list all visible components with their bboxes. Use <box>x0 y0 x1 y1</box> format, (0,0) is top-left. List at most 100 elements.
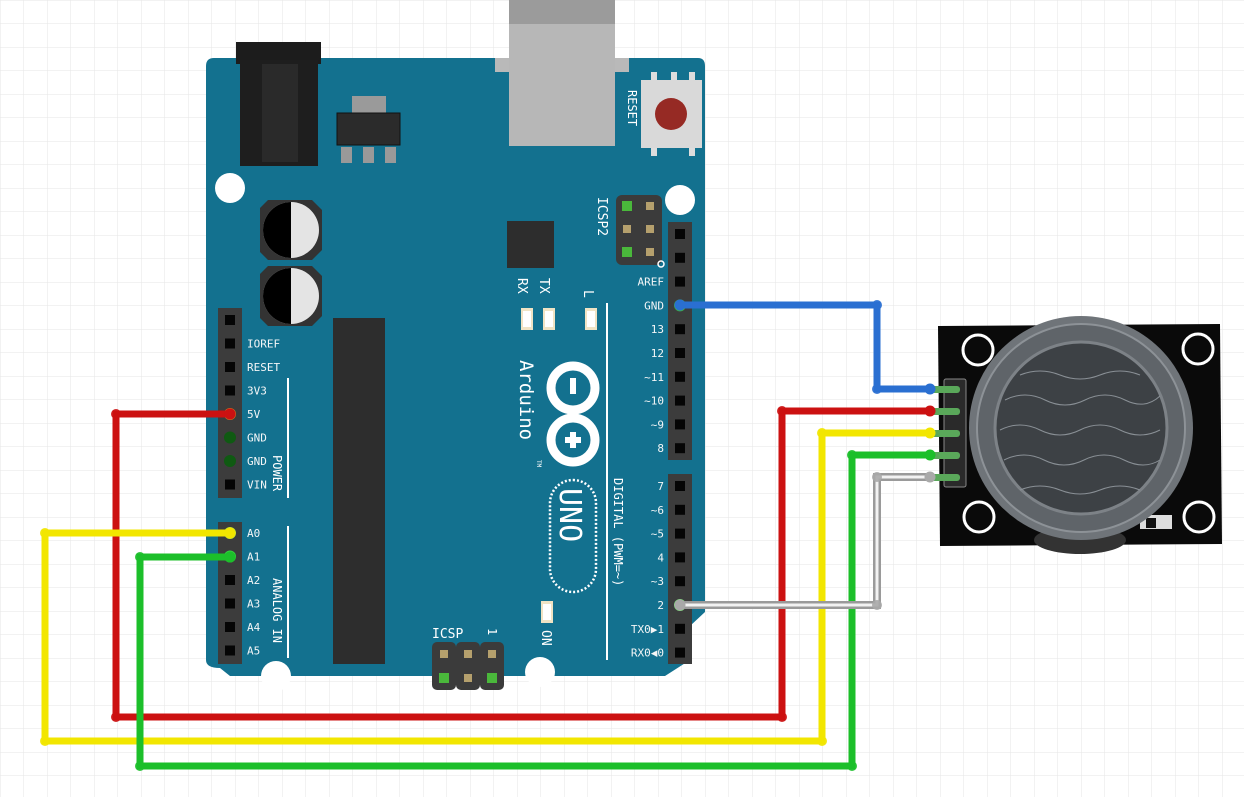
joystick-pin-vry[interactable] <box>930 452 960 459</box>
wire-end[interactable] <box>674 599 686 611</box>
wire-end[interactable] <box>924 471 936 483</box>
wire-end[interactable] <box>224 527 236 539</box>
power-pin[interactable] <box>224 455 236 467</box>
joystick-pin-gnd[interactable] <box>930 386 960 393</box>
digital-pin[interactable] <box>675 229 685 239</box>
wire-bend-point[interactable] <box>872 384 882 394</box>
led-tx <box>543 308 555 330</box>
wire-bend-point[interactable] <box>111 712 121 722</box>
wire-layer <box>40 299 936 772</box>
wire-bend-point[interactable] <box>817 736 827 746</box>
analog-pin[interactable] <box>225 598 235 609</box>
tx-label: TX <box>536 278 551 294</box>
joystick-module[interactable] <box>930 316 1222 554</box>
mounting-hole <box>215 173 245 203</box>
power-pin-label: GND <box>247 455 267 468</box>
wire-bend-point[interactable] <box>777 406 787 416</box>
power-pin[interactable] <box>225 315 235 325</box>
power-pin[interactable] <box>225 362 235 372</box>
analog-pin[interactable] <box>225 645 235 656</box>
wire-bend-point[interactable] <box>847 450 857 460</box>
wire-gnd[interactable] <box>674 299 936 395</box>
atmega-chip <box>333 318 385 664</box>
wire-a1[interactable] <box>135 449 936 772</box>
voltage-regulator <box>336 96 401 163</box>
icsp-label: ICSP <box>432 627 463 642</box>
led-rx <box>521 308 533 330</box>
wire-bend-point[interactable] <box>40 736 50 746</box>
digital-pin[interactable] <box>675 395 685 406</box>
digital-pin-label: GND <box>644 299 664 312</box>
digital-pin-label: TX0▶1 <box>631 623 664 636</box>
led-on <box>541 601 553 623</box>
power-pin-label: IOREF <box>247 338 280 351</box>
wire-bend-point[interactable] <box>40 528 50 538</box>
digital-pin[interactable] <box>675 371 685 382</box>
wire-bend-point[interactable] <box>111 409 121 419</box>
arduino-board[interactable]: RESET ICSP2 RX TX L ON Ardu <box>206 0 705 691</box>
dc-power-jack <box>236 42 321 166</box>
wire-bend-point[interactable] <box>872 472 882 482</box>
power-pin-label: VIN <box>247 479 267 492</box>
power-pin-label: GND <box>247 432 267 445</box>
power-pin[interactable] <box>225 385 235 396</box>
wire-end[interactable] <box>674 299 686 311</box>
wire-5v[interactable] <box>111 405 936 723</box>
power-pin[interactable] <box>225 338 235 349</box>
joystick-pin-vrx[interactable] <box>930 430 960 437</box>
digital-pin[interactable] <box>675 528 685 539</box>
joystick-pin-sw[interactable] <box>930 474 960 481</box>
analog-pin[interactable] <box>225 575 235 585</box>
wire-end[interactable] <box>224 551 236 563</box>
joystick-pin-5v[interactable] <box>930 408 960 415</box>
digital-pin-label: ~6 <box>651 504 664 517</box>
digital-pin[interactable] <box>675 552 685 563</box>
power-header <box>218 308 242 498</box>
power-group-label: POWER <box>270 455 284 492</box>
analog-group-label: ANALOG IN <box>270 578 284 643</box>
digital-pin[interactable] <box>675 481 685 491</box>
digital-pin[interactable] <box>675 647 685 658</box>
digital-pin[interactable] <box>675 276 685 287</box>
wire-bend-point[interactable] <box>135 761 145 771</box>
wire-end[interactable] <box>924 405 936 417</box>
digital-pin[interactable] <box>675 504 685 515</box>
wire-end[interactable] <box>924 427 936 439</box>
wire-end[interactable] <box>924 449 936 461</box>
wire-bend-point[interactable] <box>817 428 827 438</box>
wire-bend-point[interactable] <box>847 761 857 771</box>
reset-button[interactable] <box>641 72 702 156</box>
power-pin-label: RESET <box>247 361 280 374</box>
digital-pin-label: 7 <box>657 480 664 493</box>
wire-bend-point[interactable] <box>135 552 145 562</box>
icsp-pin1-label: 1 <box>485 628 499 635</box>
wire-bend-point[interactable] <box>872 600 882 610</box>
power-pin[interactable] <box>224 431 236 444</box>
joystick-knob[interactable] <box>969 316 1193 554</box>
wire-end[interactable] <box>224 408 236 420</box>
wire-a0[interactable] <box>40 427 936 747</box>
digital-pin[interactable] <box>675 419 685 430</box>
power-pin[interactable] <box>225 479 235 490</box>
power-pin-label: 3V3 <box>247 385 267 398</box>
digital-pin[interactable] <box>675 252 685 263</box>
analog-pin[interactable] <box>225 622 235 632</box>
digital-pin[interactable] <box>675 443 685 454</box>
analog-header <box>218 522 242 664</box>
wire-bend-point[interactable] <box>872 300 882 310</box>
digital-pin-label: 4 <box>657 551 664 564</box>
digital-pin[interactable] <box>675 576 685 587</box>
digital-pin[interactable] <box>675 623 685 634</box>
capacitor <box>260 266 322 326</box>
icsp2-header <box>616 195 665 268</box>
digital-pin-label: AREF <box>638 276 665 289</box>
wire-end[interactable] <box>924 383 936 395</box>
wire-bend-point[interactable] <box>777 712 787 722</box>
digital-pin[interactable] <box>675 324 685 335</box>
wire-d2[interactable] <box>674 471 936 611</box>
mounting-hole <box>1182 500 1216 534</box>
mounting-hole <box>665 185 695 215</box>
rx-label: RX <box>514 278 529 294</box>
digital-pin[interactable] <box>675 348 685 358</box>
mounting-hole <box>1181 332 1215 366</box>
